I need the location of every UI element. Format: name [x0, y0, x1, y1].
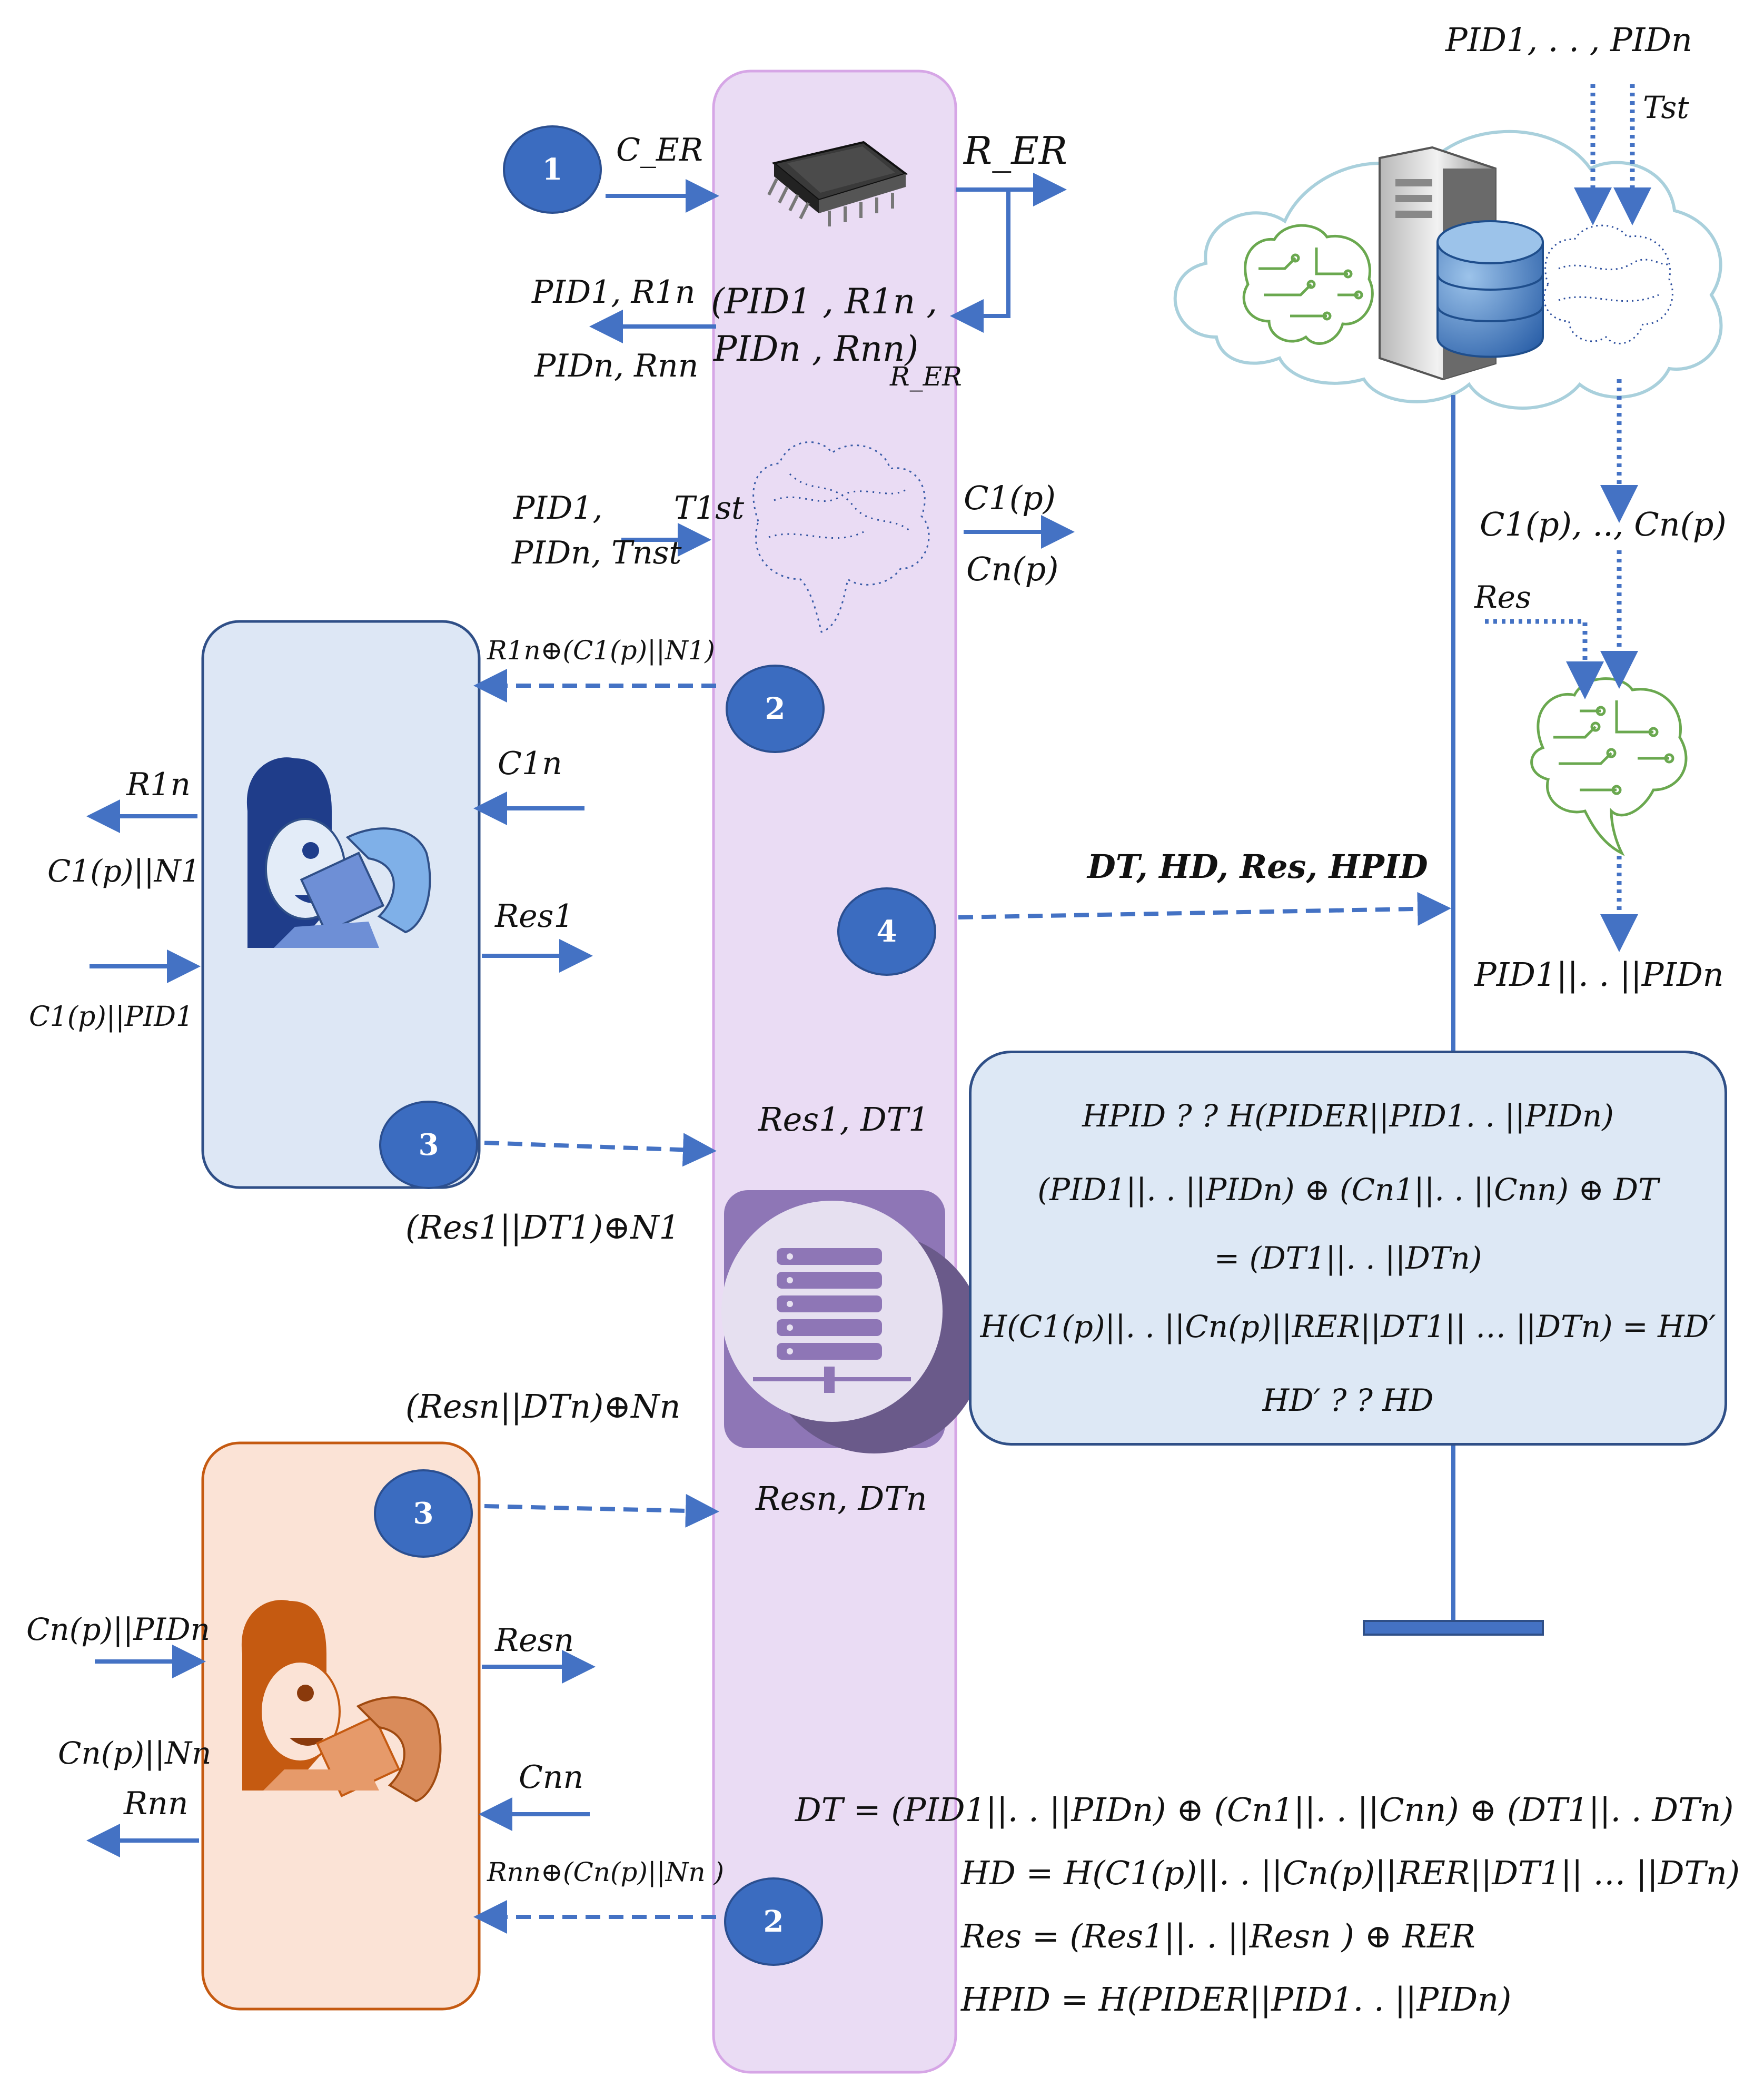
label-cnn: Cnn	[519, 1759, 584, 1796]
label-pid-concat: PID1||. . ||PIDn	[1474, 955, 1724, 994]
label-t1st: T1st	[674, 490, 745, 527]
chip-icon	[767, 141, 908, 226]
label-c-list: C1(p), .., Cn(p)	[1480, 505, 1727, 543]
label-res1-dt1: Res1, DT1	[758, 1100, 929, 1139]
label-pid-pair-a: (PID1 , R1n ,	[711, 281, 938, 322]
label-c1p: C1(p)	[964, 479, 1056, 517]
label-c1n: C1n	[498, 745, 562, 782]
step-2-badge: 2	[724, 1877, 823, 1966]
server-rack-icon	[721, 1190, 985, 1453]
formula-hd: HD = H(C1(p)||. . ||Cn(p)||RER||DT1|| … …	[961, 1854, 1740, 1892]
label-res: Res	[1474, 579, 1531, 615]
database-icon	[1436, 220, 1544, 358]
label-resn-xor: (Resn||DTn)⊕Nn	[405, 1387, 681, 1426]
label-cnp: Cn(p)	[966, 550, 1059, 588]
step-3-badge: 3	[379, 1101, 478, 1189]
edge-router-column	[712, 70, 957, 2074]
label-pidn-rnn: PIDn, Rnn	[534, 348, 699, 384]
label-c-er: C_ER	[616, 132, 703, 169]
dashed-arrow-step4	[958, 892, 1451, 926]
step-2-badge: 2	[726, 665, 825, 753]
verification-box: HPID ? ? H(PIDER||PID1. . ||PIDn) (PID1|…	[969, 1051, 1727, 1446]
user2-box	[201, 1441, 481, 2011]
dotted-arrow-res	[1485, 619, 1604, 699]
label-resn: Resn	[495, 1622, 574, 1659]
lifeline-terminator	[1363, 1620, 1544, 1636]
label-tst: Tst	[1643, 90, 1689, 125]
label-rn-xor: Rnn⊕(Cn(p)||Nn )	[487, 1857, 724, 1887]
label-c1p-n1: C1(p)||N1	[47, 853, 201, 889]
label-c1p-pid1: C1(p)||PID1	[29, 1001, 194, 1033]
verify-line-hpid: HPID ? ? H(PIDER||PID1. . ||PIDn)	[1082, 1098, 1614, 1134]
label-pid1-r1n: PID1, R1n	[532, 274, 696, 311]
brain-icon	[752, 441, 930, 633]
label-cnp-pidn: Cn(p)||PIDn	[26, 1611, 210, 1647]
label-dt-hd-res-hpid: DT, HD, Res, HPID	[1087, 847, 1428, 886]
label-r1-xor: R1n⊕(C1(p)||N1)	[487, 635, 715, 666]
step-1-badge: 1	[503, 125, 602, 214]
formula-dt: DT = (PID1||. . ||PIDn) ⊕ (Cn1||. . ||Cn…	[795, 1791, 1734, 1829]
label-rnn: Rnn	[124, 1785, 189, 1822]
formula-res: Res = (Res1||. . ||Resn ) ⊕ RER	[961, 1917, 1475, 1955]
dashed-arrow-step3-user2	[484, 1493, 719, 1528]
label-r-er: R_ER	[964, 128, 1067, 173]
verify-line-hd-prime: H(C1(p)||. . ||Cn(p)||RER||DT1|| … ||DTn…	[980, 1309, 1716, 1344]
formula-hpid: HPID = H(PIDER||PID1. . ||PIDn)	[961, 1980, 1512, 2019]
label-pid-pair-sub: R_ER	[890, 361, 962, 392]
label-res1: Res1	[495, 898, 574, 935]
label-resn-dtn: Resn, DTn	[756, 1479, 927, 1518]
circuit-brain-icon	[1242, 224, 1374, 345]
dashed-arrow-step3-user1	[484, 1133, 717, 1167]
label-pid1-t: PID1,	[513, 490, 603, 527]
dotted-brain-icon	[1543, 224, 1673, 344]
user-with-device-icon	[246, 757, 431, 948]
circuit-brain-icon	[1530, 677, 1688, 856]
label-cnp-nn: Cn(p)||Nn	[58, 1735, 212, 1771]
label-res1-xor: (Res1||DT1)⊕N1	[405, 1208, 680, 1247]
label-pid-list-top: PID1, . . , PIDn	[1445, 21, 1692, 59]
label-pidn-tnst: PIDn, Tnst	[512, 535, 682, 571]
verify-line-xor: (PID1||. . ||PIDn) ⊕ (Cn1||. . ||Cnn) ⊕ …	[1037, 1172, 1659, 1208]
verify-line-dt: = (DT1||. . ||DTn)	[1214, 1240, 1482, 1276]
verify-line-hd-check: HD′ ? ? HD	[1262, 1382, 1434, 1418]
step-3-badge: 3	[374, 1469, 473, 1558]
label-r1n: R1n	[126, 766, 191, 803]
label-pid-pair-b: PIDn , Rnn)	[713, 329, 919, 369]
step-4-badge: 4	[837, 887, 936, 976]
arrow-rer-loop	[950, 190, 1010, 333]
user-with-device-icon	[241, 1600, 442, 1803]
